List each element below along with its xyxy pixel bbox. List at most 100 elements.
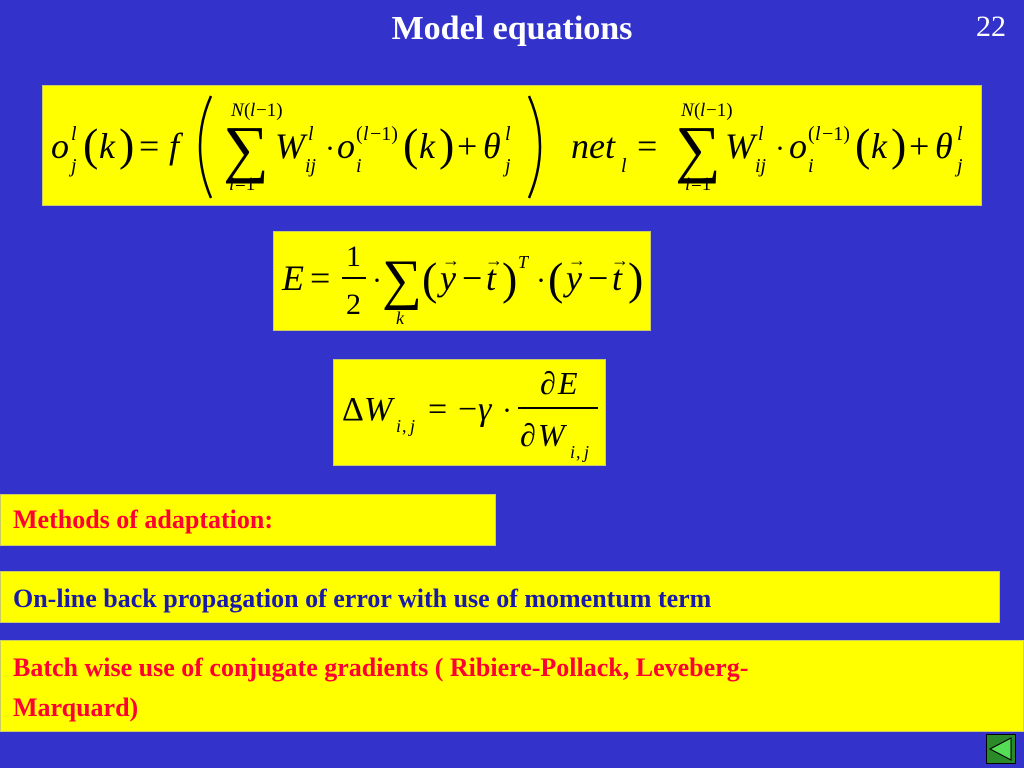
svg-text:l: l — [363, 123, 369, 145]
svg-text:f: f — [169, 126, 184, 166]
svg-text:=: = — [428, 391, 447, 428]
svg-text:(: ( — [244, 100, 250, 121]
svg-text:): ) — [628, 253, 643, 304]
svg-text:θ: θ — [935, 126, 953, 166]
svg-text:→: → — [485, 250, 503, 270]
page-number: 22 — [976, 10, 1006, 43]
svg-text:t: t — [612, 258, 623, 298]
svg-text:j: j — [954, 155, 963, 177]
svg-text:=: = — [637, 126, 657, 166]
svg-text:l: l — [815, 123, 821, 145]
svg-text:∑: ∑ — [223, 113, 269, 184]
method-item-1: On-line back propagation of error with u… — [13, 584, 712, 613]
svg-text:Δ: Δ — [342, 391, 364, 428]
svg-text:k: k — [99, 126, 116, 166]
svg-text:∑: ∑ — [382, 249, 422, 311]
svg-text:j: j — [582, 442, 589, 462]
svg-text:·: · — [325, 132, 335, 165]
svg-text:−: − — [588, 258, 608, 298]
svg-text:E: E — [557, 365, 578, 401]
svg-text:W: W — [364, 391, 395, 428]
svg-text:): ) — [891, 119, 906, 170]
equation-error: E = 1 2 · ∑ k ( y → − t → ) T · ( y → − … — [281, 240, 643, 328]
svg-text:W: W — [538, 417, 568, 453]
svg-text:ij: ij — [755, 155, 767, 177]
equation-box-output: o l j ( k ) = f N ( l −1) ∑ i =1 W l ij … — [42, 85, 982, 206]
equation-weight-update: Δ W i , j = − γ · ∂ E ∂ W i , j — [342, 365, 598, 462]
svg-text:W: W — [725, 126, 758, 166]
svg-text:i: i — [396, 416, 401, 436]
svg-text:θ: θ — [483, 126, 501, 166]
methods-heading-box: Methods of adaptation: — [0, 494, 496, 546]
back-arrow-icon — [988, 737, 1012, 761]
svg-text:(: ( — [548, 253, 563, 304]
method-item-2-line2: Marquard) — [13, 693, 139, 722]
methods-heading: Methods of adaptation: — [13, 505, 274, 534]
svg-text:l: l — [71, 123, 77, 145]
svg-text:−1): −1) — [822, 123, 850, 145]
svg-text:(: ( — [403, 119, 418, 170]
svg-text:,: , — [402, 416, 407, 436]
svg-text:k: k — [871, 126, 888, 166]
svg-text:o: o — [51, 126, 69, 166]
svg-text:=: = — [139, 126, 159, 166]
svg-text:t: t — [486, 258, 497, 298]
svg-text:k: k — [396, 308, 405, 328]
svg-text:·: · — [775, 132, 785, 165]
svg-text:N: N — [680, 100, 695, 121]
svg-text:2: 2 — [346, 288, 361, 321]
svg-text:l: l — [700, 100, 705, 121]
svg-text:=1: =1 — [235, 174, 255, 195]
svg-text:N: N — [230, 100, 245, 121]
svg-text:(: ( — [694, 100, 700, 121]
back-navigation-button[interactable] — [986, 734, 1016, 764]
equation-output: o l j ( k ) = f N ( l −1) ∑ i =1 W l ij … — [51, 95, 963, 199]
svg-text:E: E — [281, 258, 304, 298]
svg-text:→: → — [611, 250, 629, 270]
svg-text:j: j — [68, 155, 77, 177]
svg-text:→: → — [568, 250, 586, 270]
svg-text:→: → — [442, 250, 460, 270]
svg-text:(: ( — [356, 123, 363, 145]
svg-text:=: = — [310, 258, 330, 298]
svg-text:(: ( — [855, 119, 870, 170]
svg-text:o: o — [789, 126, 807, 166]
svg-text:−1): −1) — [706, 100, 733, 121]
svg-text:∂: ∂ — [540, 365, 556, 401]
svg-text:l: l — [621, 155, 627, 177]
svg-text:i: i — [570, 442, 575, 462]
svg-text:W: W — [275, 126, 308, 166]
svg-text:l: l — [250, 100, 255, 121]
svg-text:∂: ∂ — [520, 417, 536, 453]
svg-text:−1): −1) — [256, 100, 283, 121]
svg-text:o: o — [337, 126, 355, 166]
svg-text:): ) — [502, 253, 517, 304]
equation-box-weight-update: Δ W i , j = − γ · ∂ E ∂ W i , j — [333, 359, 606, 466]
svg-text:T: T — [518, 252, 530, 272]
method-item-1-box: On-line back propagation of error with u… — [0, 571, 1000, 623]
svg-text:y: y — [437, 258, 456, 298]
svg-text:·: · — [536, 264, 546, 297]
svg-text:−: − — [458, 391, 477, 428]
svg-text:1: 1 — [346, 240, 361, 273]
svg-text:−1): −1) — [370, 123, 398, 145]
method-item-2-line1: Batch wise use of conjugate gradients ( … — [13, 653, 749, 682]
svg-text:(: ( — [808, 123, 815, 145]
svg-text:l: l — [957, 123, 963, 145]
svg-text:∑: ∑ — [675, 113, 721, 184]
svg-text:l: l — [505, 123, 511, 145]
method-item-2-box: Batch wise use of conjugate gradients ( … — [0, 640, 1024, 732]
svg-text:y: y — [563, 258, 582, 298]
svg-text:l: l — [308, 123, 314, 145]
svg-text:γ: γ — [478, 391, 493, 428]
svg-text:+: + — [909, 126, 929, 166]
svg-text:i: i — [229, 174, 234, 195]
svg-text:+: + — [457, 126, 477, 166]
slide-title: Model equations — [391, 10, 633, 47]
svg-text:=1: =1 — [691, 174, 711, 195]
svg-text:k: k — [419, 126, 436, 166]
svg-text:i: i — [685, 174, 690, 195]
svg-text:·: · — [372, 264, 382, 297]
svg-text:j: j — [502, 155, 511, 177]
svg-text:net: net — [571, 126, 616, 166]
